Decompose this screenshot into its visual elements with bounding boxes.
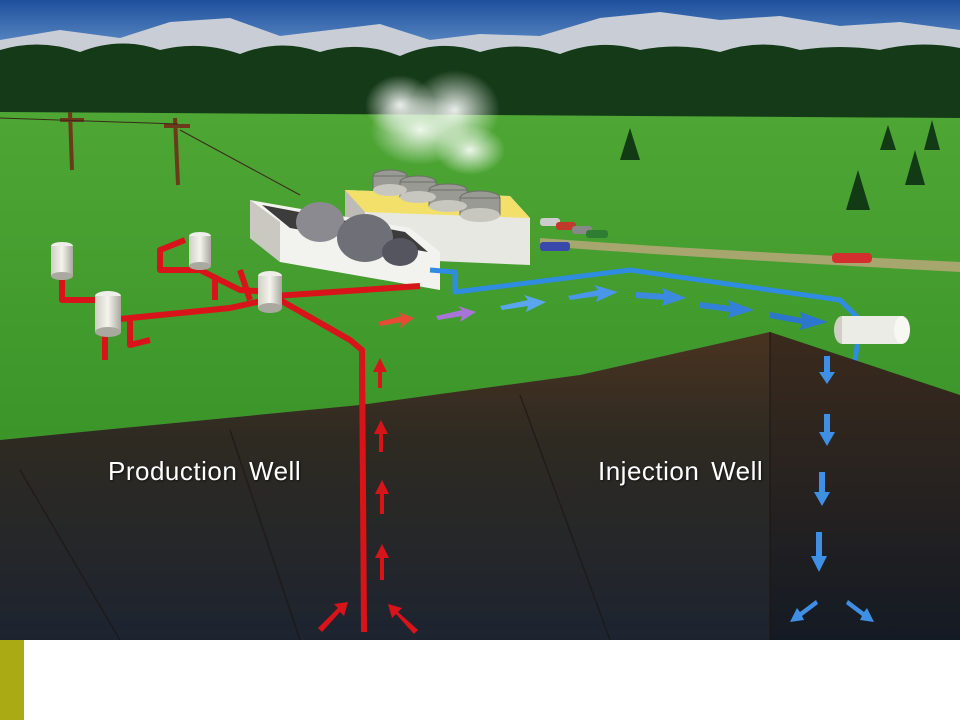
surface-flow-arrows (378, 285, 828, 330)
power-poles (0, 111, 301, 196)
production-up-arrows (318, 358, 418, 634)
power-plant-icon (250, 200, 440, 290)
road (540, 238, 960, 272)
tank-icon (51, 232, 282, 337)
injection-tank (834, 316, 910, 344)
soil-seams (19, 332, 771, 640)
steam-plume (365, 70, 505, 175)
injection-well-label: Injection Well (598, 456, 764, 486)
trees (620, 120, 940, 210)
accent-bar (0, 640, 24, 720)
production-well-label: Production Well (108, 456, 302, 486)
production-pipe (359, 349, 367, 633)
slide-footer (24, 640, 960, 720)
cars (540, 218, 872, 263)
injection-down-arrows (790, 356, 874, 622)
geothermal-diagram (0, 0, 960, 640)
